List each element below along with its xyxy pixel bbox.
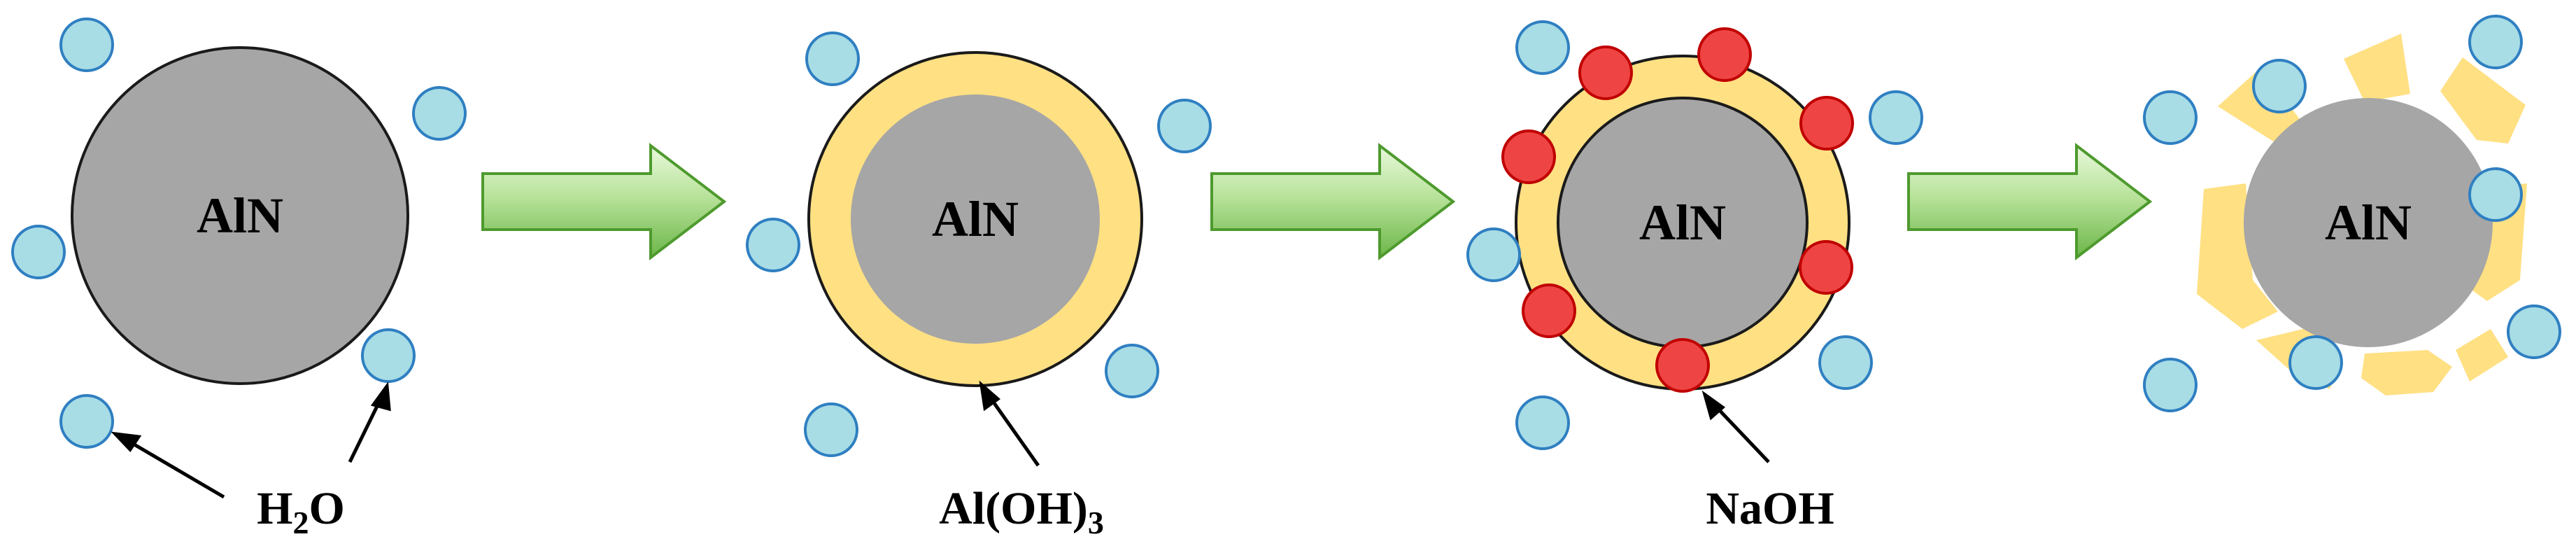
stage-3: AlN NaOH	[1466, 20, 1923, 534]
naoh-molecule	[1578, 46, 1633, 100]
hydroxide-label: Al(OH)3	[939, 483, 1104, 540]
water-molecule	[1466, 227, 1521, 282]
stage-4: AlN	[2143, 15, 2561, 412]
process-arrow	[481, 142, 727, 261]
shell-fragment	[2344, 34, 2410, 102]
water-molecules	[746, 31, 1212, 457]
shell-fragment	[2218, 67, 2307, 150]
process-arrow	[1210, 142, 1456, 261]
aln-core	[851, 94, 1100, 344]
aln-core	[2244, 98, 2493, 347]
stage-1: AlN H2O	[11, 18, 467, 540]
water-molecule	[1515, 396, 1570, 450]
water-molecule	[361, 328, 416, 383]
aln-core	[71, 46, 409, 385]
water-molecule	[2507, 304, 2561, 359]
shell-fragment	[2456, 329, 2508, 382]
shell-fragment	[2361, 350, 2452, 396]
water-molecule	[2252, 59, 2307, 113]
naoh-molecule	[1522, 284, 1576, 338]
water-label: H2O	[257, 483, 345, 540]
core-label: AlN	[932, 191, 1019, 247]
core-label: AlN	[2325, 195, 2412, 251]
core-label: AlN	[197, 188, 283, 244]
water-molecule	[1105, 344, 1159, 398]
water-molecule	[2468, 15, 2523, 69]
water-molecules	[2143, 15, 2561, 412]
water-molecule	[11, 225, 66, 279]
water-molecule	[412, 86, 467, 141]
water-molecule	[1818, 335, 1873, 390]
naoh-molecule	[1799, 96, 1854, 150]
water-molecule	[2288, 335, 2343, 390]
water-molecule	[59, 394, 114, 449]
water-molecule	[1869, 90, 1923, 145]
water-molecules	[1466, 20, 1923, 450]
water-molecule	[2143, 90, 2198, 145]
water-molecule	[2468, 167, 2523, 222]
shell-fragment	[2197, 183, 2278, 329]
shell-fragment	[2440, 57, 2526, 144]
stage-2: AlN Al(OH)3	[746, 31, 1212, 540]
naoh-molecule	[1697, 27, 1752, 82]
water-molecule	[804, 402, 858, 457]
pointer-arrow	[1701, 390, 1770, 463]
water-molecule	[2143, 358, 2198, 412]
naoh-molecule	[1799, 240, 1853, 295]
water-molecules	[11, 18, 467, 449]
water-molecule	[1515, 20, 1570, 75]
water-molecule	[59, 18, 114, 72]
process-arrow	[1907, 142, 2153, 261]
core-label: AlN	[1639, 195, 1726, 251]
naoh-molecule	[1655, 338, 1710, 393]
naoh-label: NaOH	[1706, 483, 1834, 534]
water-molecule	[805, 31, 860, 86]
pointer-arrows	[111, 382, 391, 499]
pointer-arrow	[979, 380, 1040, 467]
water-molecule	[1157, 99, 1212, 153]
naoh-molecules	[1501, 27, 1854, 393]
naoh-molecule	[1501, 130, 1556, 184]
water-molecule	[746, 218, 800, 272]
